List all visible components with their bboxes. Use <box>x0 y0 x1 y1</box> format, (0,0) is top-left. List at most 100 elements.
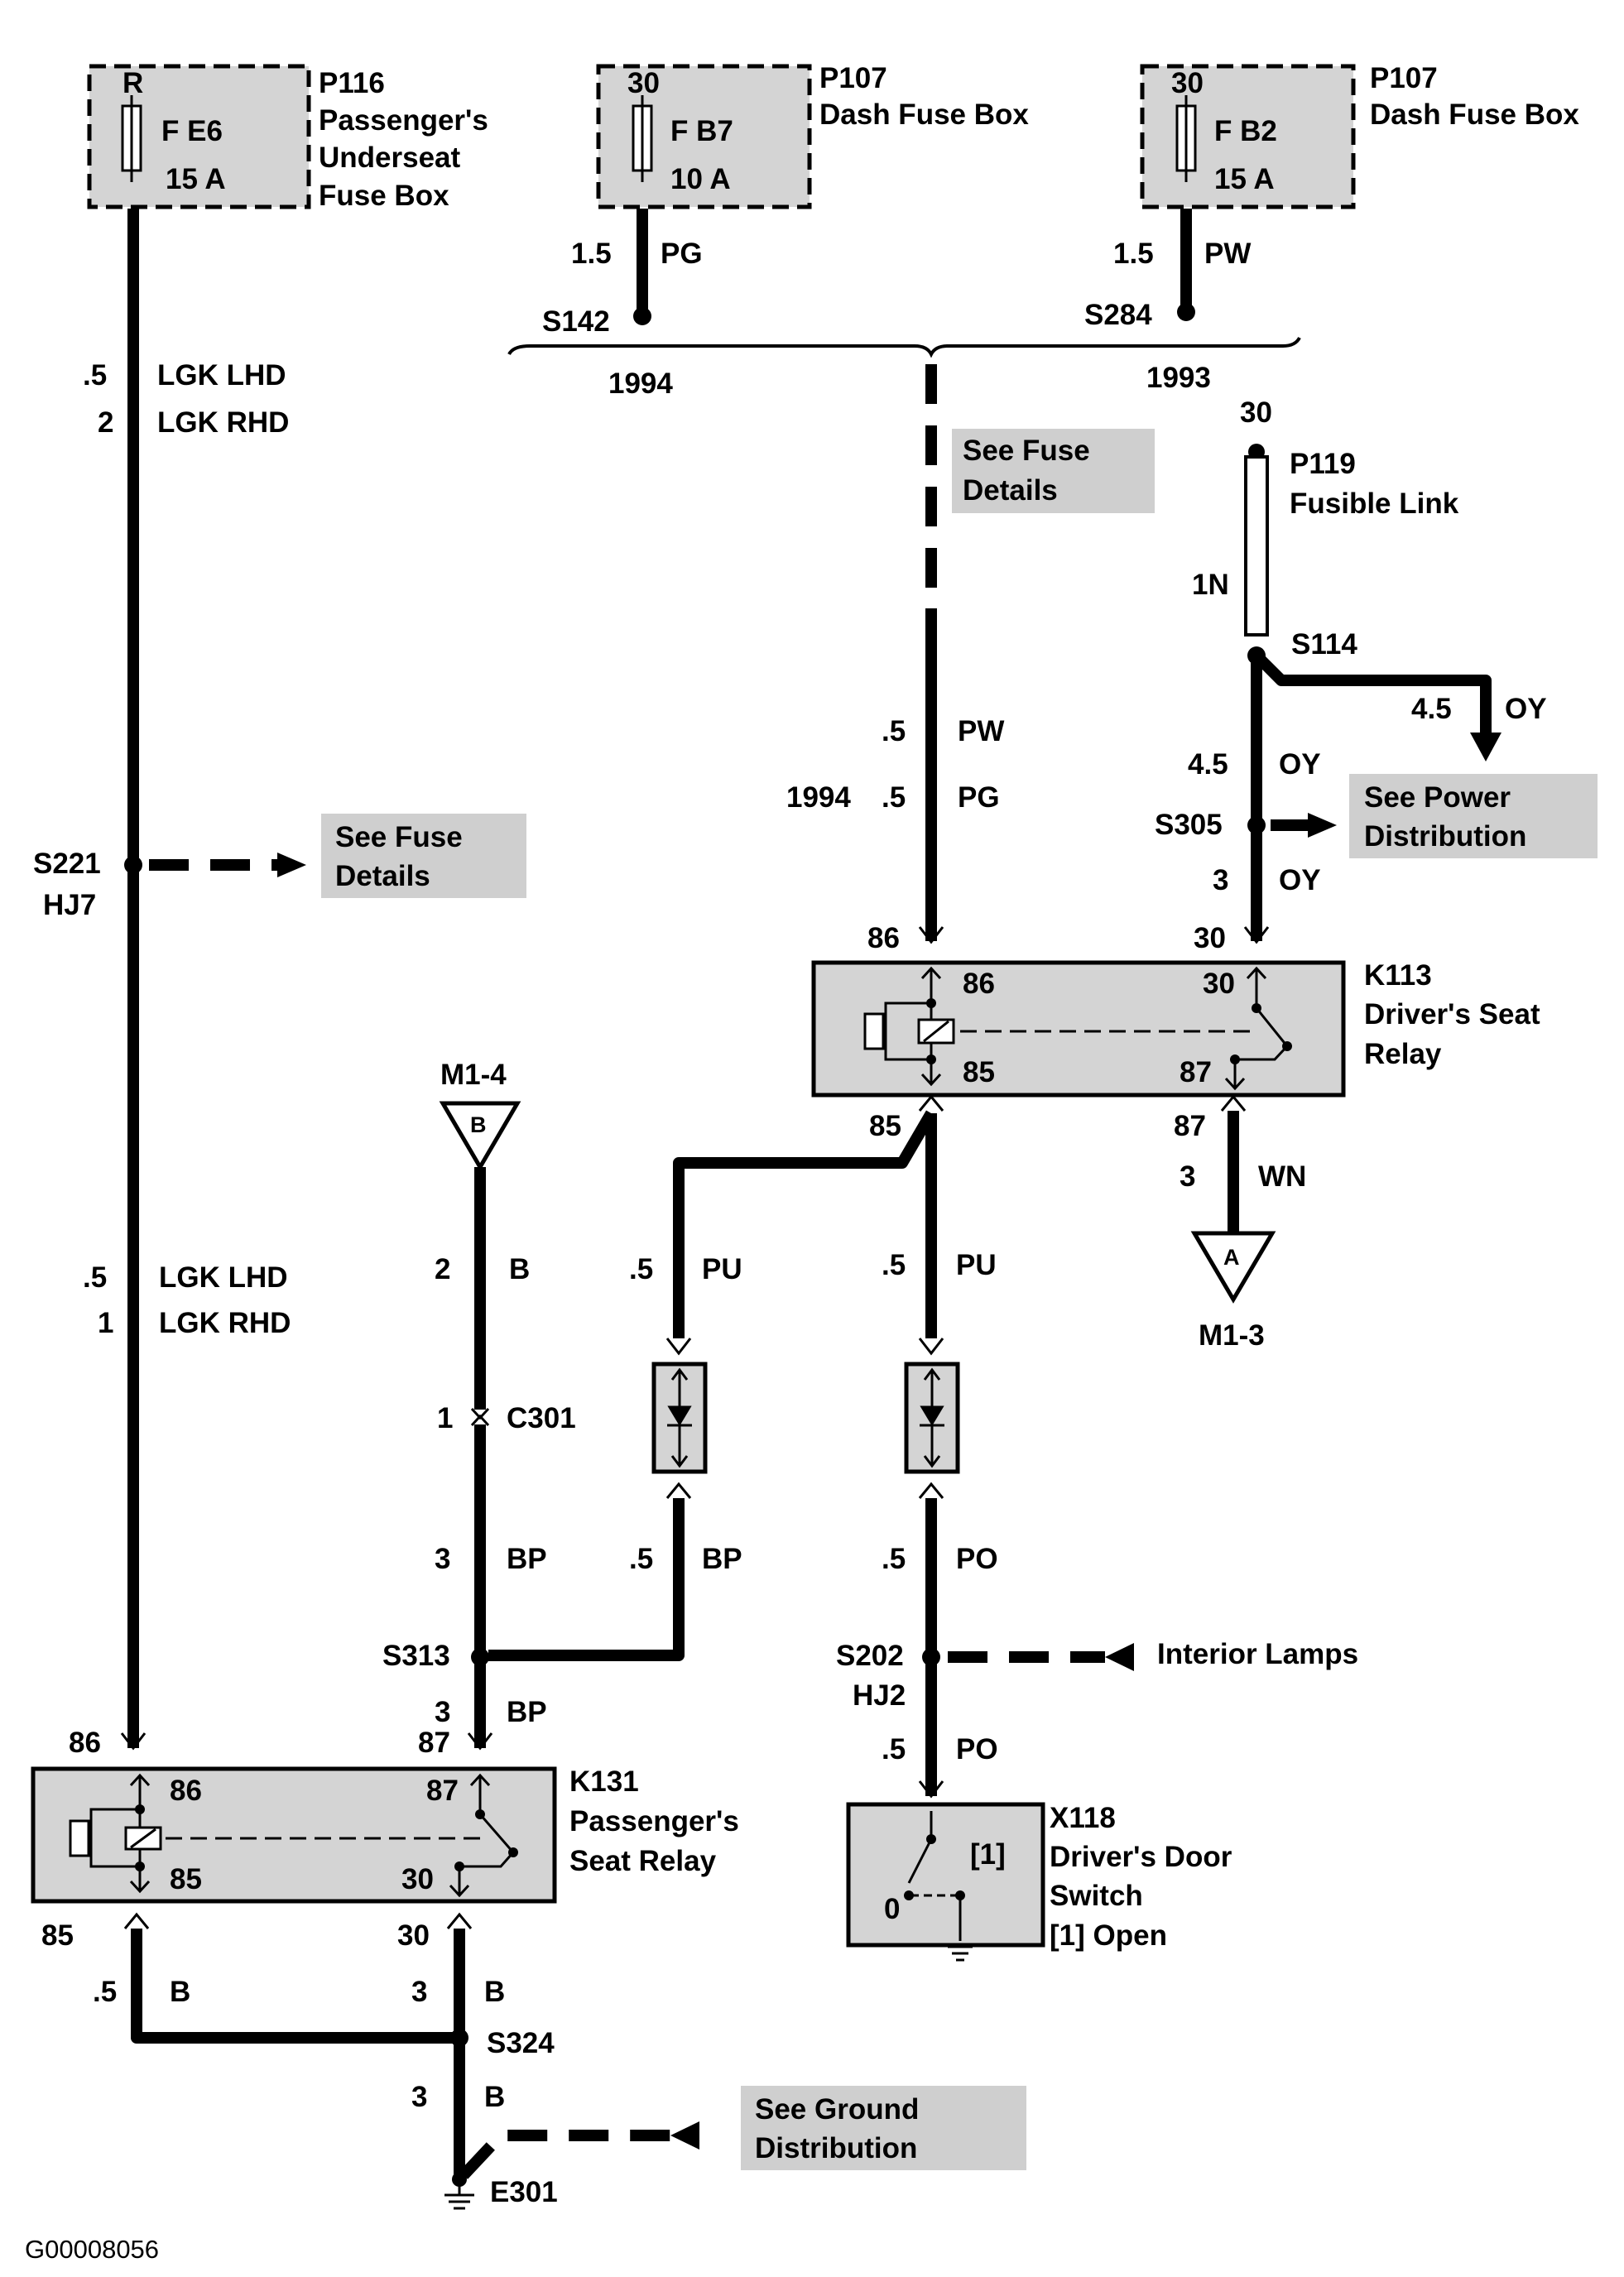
wire-color: LGK LHD <box>157 359 286 392</box>
relay-pin-out: 86 <box>867 922 900 954</box>
note-text: See Fuse <box>963 435 1090 467</box>
wire-size: .5 <box>882 1733 906 1765</box>
note-text: Interior Lamps <box>1157 1638 1358 1670</box>
connector-ref: M1-3 <box>1199 1319 1265 1352</box>
connector-ref: M1-4 <box>440 1059 507 1091</box>
fuse-id: F E6 <box>161 115 223 147</box>
note-text: See Ground <box>755 2093 919 2126</box>
note-text: See Power <box>1364 781 1511 814</box>
wire-size: .5 <box>882 1543 906 1575</box>
fuse-rating: 15 A <box>166 163 226 195</box>
fuse-box-name: Dash Fuse Box <box>819 98 1029 131</box>
wire-color: PU <box>956 1249 997 1281</box>
ground-ref: E301 <box>490 2176 558 2208</box>
wire-size: .5 <box>882 715 906 747</box>
fusible-link-name: Fusible Link <box>1290 488 1459 520</box>
wire-wn: 3 WN <box>1180 1094 1306 1233</box>
wire-size: 1.5 <box>571 238 612 270</box>
splice-label: S313 <box>382 1640 450 1672</box>
wire-color: PG <box>661 238 703 270</box>
ground-branch <box>459 2121 699 2179</box>
wire-pw-top: 1.5 PW S284 <box>1084 209 1251 331</box>
wire-size: .5 <box>882 781 906 814</box>
fusible-link-ref: P119 <box>1290 448 1356 480</box>
wire-size: .5 <box>83 1261 107 1294</box>
splice-s221: S221 HJ7 <box>33 848 306 921</box>
wire-size: .5 <box>882 1249 906 1281</box>
wire-size: 1 <box>98 1307 113 1339</box>
fuse-id: F B7 <box>670 115 733 147</box>
wire-color: BP <box>507 1543 547 1575</box>
relay-k113: 86 30 86 30 85 87 K113 Driver's Seat <box>811 922 1540 1142</box>
splice-s313: S313 <box>382 1640 489 1672</box>
switch-zero: 0 <box>884 1893 900 1925</box>
relay-pin: 86 <box>170 1775 202 1807</box>
wire-size: 4.5 <box>1411 693 1452 725</box>
year-label: 1994 <box>608 367 673 400</box>
wire-size: .5 <box>83 359 107 392</box>
wire-size: .5 <box>629 1543 653 1575</box>
note-ground-distribution: See Ground Distribution <box>741 2086 1026 2170</box>
wire-color: PW <box>1204 238 1251 270</box>
splice-label: S284 <box>1084 299 1152 331</box>
wire-pu: .5 PU .5 PU <box>629 1094 997 1356</box>
splice-label: S305 <box>1155 809 1223 841</box>
fuse-box-p107-fb2: 30 F B2 15 A P107 Dash Fuse Box <box>1140 62 1579 209</box>
wire-size: 1N <box>1192 569 1229 601</box>
wire-size: 3 <box>411 1976 427 2008</box>
splice-s324: S324 <box>450 2027 555 2059</box>
relay-pin-out: 87 <box>1174 1110 1206 1142</box>
relay-ref: K113 <box>1364 959 1432 992</box>
relay-pin: 85 <box>170 1863 202 1895</box>
wire-po: .5 PO .5 PO <box>882 1482 998 1799</box>
wire-size: 3 <box>1180 1160 1195 1193</box>
switch-name: Driver's Door <box>1050 1841 1232 1873</box>
relay-name: Relay <box>1364 1038 1442 1070</box>
ground-e301: E301 <box>444 2172 558 2210</box>
wire-color: B <box>484 2081 505 2113</box>
connector-letter: B <box>470 1112 487 1137</box>
wire-color: LGK RHD <box>157 406 289 439</box>
wire-lgk: .5 LGK LHD 2 LGK RHD .5 LGK LHD 1 LGK RH… <box>83 209 291 1751</box>
wire-size: 3 <box>435 1696 450 1728</box>
fuse-box-ref: P116 <box>319 67 385 99</box>
relay-pin: 30 <box>1203 968 1235 1000</box>
wire-pg-top: 1.5 PG S142 <box>542 209 703 338</box>
connector-letter: A <box>1223 1245 1240 1270</box>
wire-color: BP <box>507 1696 547 1728</box>
wire-color: WN <box>1258 1160 1306 1193</box>
fuse-box-name: Underseat <box>319 142 461 174</box>
year-label: 1993 <box>1146 362 1211 394</box>
wire-color: B <box>509 1253 530 1285</box>
wire-size: .5 <box>93 1976 117 2008</box>
wire-color: PW <box>958 715 1004 747</box>
connector-ref: C301 <box>507 1402 576 1434</box>
switch-x118: [1] 0 X118 Driver's Door Switch [1] Open <box>846 1802 1232 1962</box>
wire-color: LGK RHD <box>159 1307 291 1339</box>
switch-legend: [1] Open <box>1050 1919 1167 1952</box>
fuse-id: F B2 <box>1214 115 1277 147</box>
wire-size: .5 <box>629 1253 653 1285</box>
fuse-pin-label: 30 <box>1171 67 1204 99</box>
relay-pin: 87 <box>1180 1056 1212 1088</box>
switch-ref: X118 <box>1050 1802 1116 1834</box>
relay-pin-out: 30 <box>1194 922 1226 954</box>
fuse-rating: 15 A <box>1214 163 1275 195</box>
wire-size: 4.5 <box>1188 748 1228 781</box>
splice-label: S142 <box>542 305 610 338</box>
relay-pin: 87 <box>426 1775 459 1807</box>
relay-k131: 86 87 86 87 85 30 K131 Passenger's Seat … <box>31 1727 739 1952</box>
note-text: Distribution <box>1364 820 1526 853</box>
wire-bp-diode: .5 BP <box>488 1482 742 1661</box>
wire-color: PO <box>956 1733 998 1765</box>
relay-pin-out: 85 <box>41 1919 74 1952</box>
splice-s202: S202 HJ2 Interior Lamps <box>836 1638 1358 1712</box>
wire-oy-main: 4.5 OY 3 OY <box>1188 656 1321 944</box>
fusible-link-p119: 30 P119 Fusible Link 1N S114 <box>1192 396 1459 665</box>
connector-pin: 1 <box>437 1402 453 1434</box>
fuse-box-name: Passenger's <box>319 104 488 137</box>
fuse-rating: 10 A <box>670 163 731 195</box>
fuse-pin-label: R <box>123 67 143 99</box>
fuse-box-name: Fuse Box <box>319 180 449 212</box>
note-text: Details <box>335 860 430 892</box>
